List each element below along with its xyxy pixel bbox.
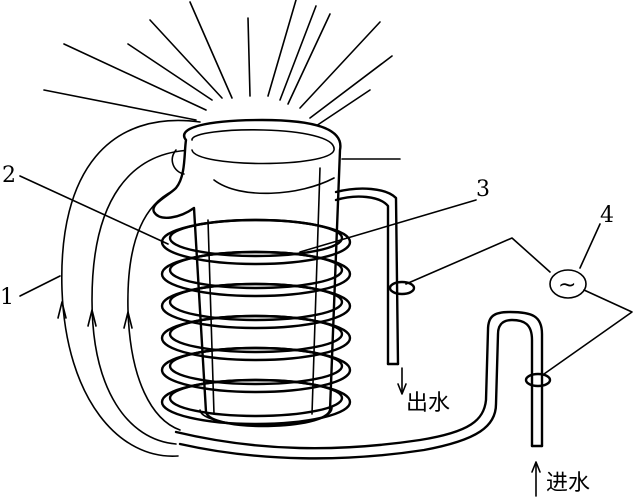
cooling-tube-outlet — [334, 187, 416, 366]
label-2: 2 — [2, 163, 16, 188]
label-1: 1 — [0, 285, 14, 310]
radiation-lines — [43, 0, 401, 160]
water-out-label: 出水 — [406, 391, 450, 416]
ac-power-source: ~ — [549, 269, 587, 299]
cooling-tube-inlet — [174, 310, 552, 460]
induction-coil — [160, 218, 352, 426]
magnetic-field-lines — [57, 119, 201, 457]
ac-symbol: ~ — [558, 273, 576, 298]
label-4: 4 — [600, 203, 614, 228]
water-in-label: 进水 — [546, 471, 590, 496]
label-3: 3 — [476, 177, 490, 202]
flow-arrows — [397, 367, 541, 497]
leader-lines — [19, 175, 601, 297]
power-leads — [405, 237, 633, 375]
